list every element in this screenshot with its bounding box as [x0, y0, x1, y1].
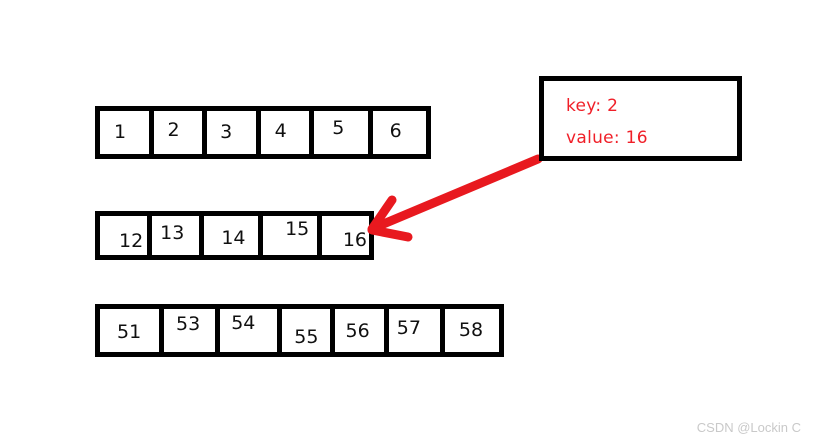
array-cell-label: 12 — [119, 230, 144, 252]
array-cell: 58 — [444, 309, 500, 352]
callout-value-text: value: 16 — [566, 128, 648, 148]
array-cell: 6 — [372, 111, 426, 154]
array-cell: 2 — [153, 111, 203, 154]
array-cell-label: 56 — [345, 320, 370, 342]
array-cell-label: 13 — [160, 222, 185, 244]
array-cell: 54 — [220, 309, 278, 352]
array-cell: 12 — [100, 216, 148, 255]
array-cell-label: 5 — [332, 117, 345, 139]
watermark-text: CSDN @Lockin C — [696, 420, 801, 435]
array-row-bottom: 51 53 54 55 56 57 58 — [95, 304, 504, 357]
array-cell-label: 57 — [396, 317, 421, 339]
array-cell: 51 — [100, 309, 160, 352]
array-cell: 1 — [100, 111, 149, 154]
array-cell: 57 — [388, 309, 440, 352]
array-cell: 4 — [260, 111, 310, 154]
array-cell: 16 — [321, 216, 369, 255]
array-cell: 13 — [152, 216, 200, 255]
array-cell-label: 14 — [221, 227, 246, 249]
array-cell-label: 53 — [176, 313, 201, 335]
array-cell: 15 — [263, 216, 317, 255]
array-cell-label: 55 — [294, 326, 319, 348]
array-row-top: 1 2 3 4 5 6 — [95, 106, 431, 159]
callout-key-text: key: 2 — [566, 96, 619, 116]
array-cell-label: 51 — [117, 321, 142, 343]
array-cell-label: 58 — [458, 319, 484, 341]
array-cell-label: 4 — [274, 120, 287, 142]
array-cell-label: 54 — [231, 312, 256, 334]
array-row-middle: 12 13 14 15 16 — [95, 211, 374, 260]
array-cell: 3 — [207, 111, 256, 154]
array-cell: 53 — [164, 309, 216, 352]
array-cell-label: 16 — [342, 229, 368, 251]
array-cell-label: 2 — [167, 119, 180, 141]
array-cell-label: 15 — [285, 218, 310, 240]
array-cell: 55 — [282, 309, 330, 352]
array-cell: 5 — [314, 111, 368, 154]
array-cell-label: 6 — [389, 120, 402, 142]
array-cell-label: 1 — [114, 121, 127, 143]
array-cell-label: 3 — [220, 121, 233, 143]
annotation-callout-box: key: 2 value: 16 — [539, 76, 742, 161]
array-cell: 14 — [204, 216, 259, 255]
array-cell: 56 — [334, 309, 384, 352]
